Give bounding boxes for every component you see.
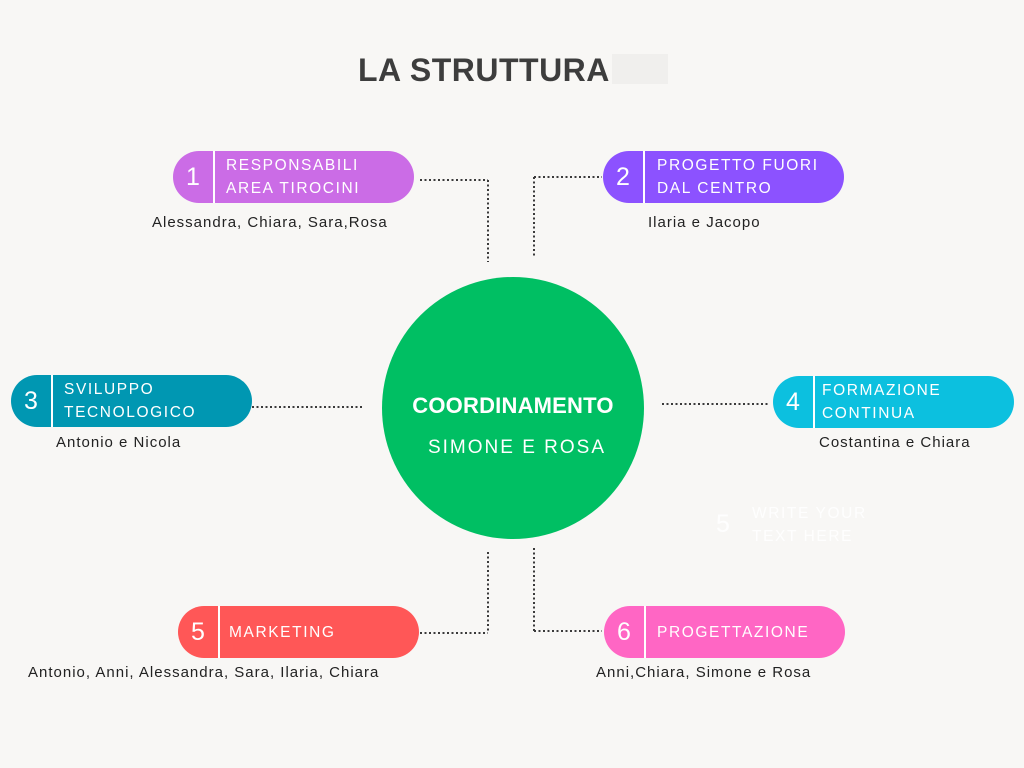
center-title: COORDINAMENTO — [412, 393, 614, 418]
title-placeholder-box — [612, 54, 668, 84]
node-4-names: Costantina e Chiara — [819, 434, 971, 451]
node-1-label: RESPONSABILI AREA TIROCINI — [226, 157, 361, 197]
node-1-divider — [213, 151, 215, 203]
node-2-label: PROGETTO FUORI DAL CENTRO — [657, 157, 819, 197]
node-6-pill: 6 PROGETTAZIONE — [604, 606, 845, 658]
node-1-number: 1 — [186, 162, 200, 191]
placeholder-number: 5 — [716, 510, 730, 538]
node-5-divider — [218, 606, 220, 658]
node-5-pill: 5 MARKETING — [178, 606, 419, 658]
node-4-number: 4 — [786, 387, 800, 416]
node-2-number: 2 — [616, 162, 630, 191]
placeholder-label: WRITE YOUR TEXT HERE — [752, 505, 867, 545]
node-6-label: PROGETTAZIONE — [657, 623, 810, 641]
node-2-divider — [643, 151, 645, 203]
center-subtitle: SIMONE E ROSA — [427, 437, 607, 458]
node-1-names: Alessandra, Chiara, Sara,Rosa — [152, 214, 388, 231]
node-4-divider — [813, 376, 815, 428]
node-2-pill: 2 PROGETTO FUORI DAL CENTRO — [603, 151, 844, 203]
node-5-names: Antonio, Anni, Alessandra, Sara, Ilaria,… — [28, 664, 380, 681]
node-3-names: Antonio e Nicola — [56, 434, 182, 451]
node-1-pill: 1 RESPONSABILI AREA TIROCINI — [173, 151, 414, 203]
node-6-names: Anni,Chiara, Simone e Rosa — [596, 664, 812, 681]
node-6-number: 6 — [617, 617, 631, 646]
node-2-names: Ilaria e Jacopo — [648, 214, 761, 231]
coordination-circle: COORDINAMENTO SIMONE E ROSA — [382, 277, 644, 539]
node-6-divider — [644, 606, 646, 658]
node-3-number: 3 — [24, 386, 38, 415]
node-4-pill: 4 FORMAZIONE CONTINUA — [773, 376, 1014, 428]
page-title: LA STRUTTURA — [358, 52, 610, 88]
node-3-label: SVILUPPO TECNOLOGICO — [64, 381, 197, 421]
node-4-label: FORMAZIONE CONTINUA — [822, 382, 942, 422]
node-5-number: 5 — [191, 617, 205, 646]
node-5-label: MARKETING — [229, 623, 336, 641]
node-3-pill: 3 SVILUPPO TECNOLOGICO — [11, 375, 252, 427]
node-3-divider — [51, 375, 53, 427]
